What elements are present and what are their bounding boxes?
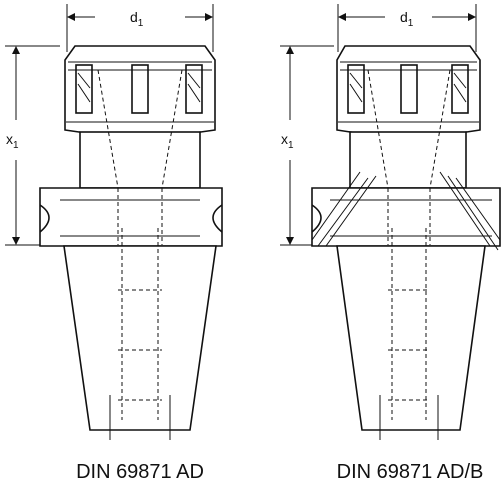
figure-adb: d1 x1 DIN 69871 AD/B	[280, 4, 501, 483]
taper-shank-adb	[336, 245, 486, 431]
svg-text:x1: x1	[281, 131, 294, 151]
nut-slot-left-adb	[347, 64, 365, 114]
flange	[39, 187, 223, 247]
dimension-x1: x1	[5, 45, 60, 246]
dimension-label-x-sub: 1	[13, 140, 19, 151]
nut-slot-left	[75, 64, 93, 114]
flange-adb	[311, 187, 501, 247]
coolant-channels	[311, 171, 501, 251]
dimension-label-d-sub: 1	[138, 18, 144, 29]
taper-shank	[63, 245, 217, 431]
svg-text:d1: d1	[130, 9, 144, 29]
figure-ad: d1 x1 DIN 69871 AD	[5, 4, 223, 483]
dimension-label-x-adb: x	[281, 131, 288, 147]
caption-ad: DIN 69871 AD	[76, 461, 204, 483]
dimension-label-d: d	[130, 9, 138, 25]
dimension-label-x: x	[6, 131, 13, 147]
collet-neck	[79, 131, 201, 189]
dimension-label-d-adb: d	[400, 9, 408, 25]
nut-slot-right	[185, 64, 203, 114]
svg-text:x1: x1	[6, 131, 19, 151]
caption-adb: DIN 69871 AD/B	[337, 461, 484, 483]
nut-slot-center	[131, 64, 149, 114]
svg-text:d1: d1	[400, 9, 414, 29]
dimension-d1-adb: d1	[337, 4, 477, 52]
dimension-label-x-sub-adb: 1	[288, 140, 294, 151]
dimension-d1: d1	[66, 4, 214, 52]
dimension-x1-adb: x1	[280, 45, 334, 246]
nut-slot-right-adb	[451, 64, 469, 114]
dimension-label-d-sub-adb: 1	[408, 18, 414, 29]
nut-slot-center-adb	[400, 64, 418, 114]
